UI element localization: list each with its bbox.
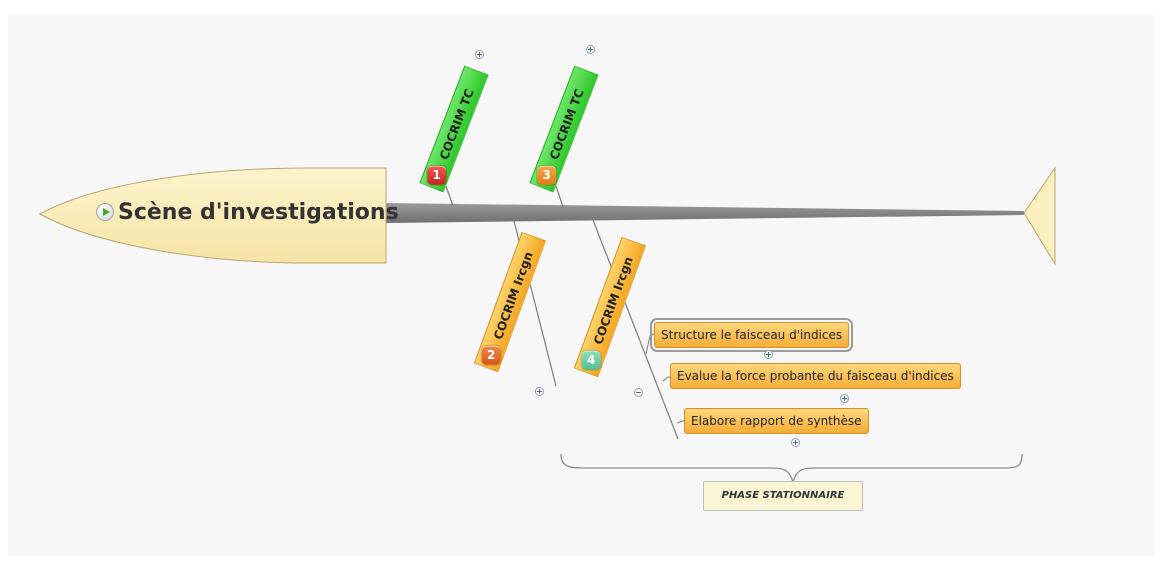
- badge-priority-1: 1: [427, 165, 447, 185]
- connector-subtopic-3: [676, 420, 684, 424]
- expand-icon[interactable]: [791, 438, 800, 447]
- expand-icon[interactable]: [764, 350, 773, 359]
- subtopic-label: Structure le faisceau d'indices: [661, 328, 843, 342]
- collapse-icon[interactable]: [634, 388, 643, 397]
- subtopic-label: Evalue la force probante du faisceau d'i…: [677, 369, 954, 383]
- boundary-brace: [560, 453, 1023, 485]
- expand-icon[interactable]: [586, 45, 595, 54]
- fishbone-spine: [384, 203, 1024, 223]
- connector-branch-4: [592, 219, 679, 440]
- connector-subtopic-2: [662, 376, 670, 382]
- play-circle-icon[interactable]: [96, 203, 114, 221]
- mindmap-canvas: Scène d'investigations 1 COCRIM TC 3 COC…: [8, 14, 1154, 556]
- subtopic-structure[interactable]: Structure le faisceau d'indices: [649, 318, 854, 352]
- fishbone-head-shape[interactable]: [38, 167, 387, 264]
- badge-priority-2: 2: [481, 345, 501, 365]
- subtopic-evalue[interactable]: Evalue la force probante du faisceau d'i…: [670, 363, 961, 389]
- expand-icon[interactable]: [535, 387, 544, 396]
- connector-branch-3: [555, 185, 564, 208]
- connector-subtopic-1: [645, 333, 655, 355]
- subtopic-label: Elabore rapport de synthèse: [691, 414, 862, 428]
- badge-priority-4: 4: [581, 350, 601, 370]
- expand-icon[interactable]: [840, 394, 849, 403]
- badge-priority-3: 3: [537, 165, 557, 185]
- connector-branch-1: [445, 185, 454, 207]
- fishbone-diagram: [38, 166, 1056, 485]
- subtopic-elabore[interactable]: Elabore rapport de synthèse: [684, 408, 869, 434]
- fishbone-tail: [1023, 166, 1056, 266]
- central-topic-title[interactable]: Scène d'investigations: [118, 200, 399, 225]
- boundary-label[interactable]: PHASE STATIONNAIRE: [703, 481, 863, 511]
- expand-icon[interactable]: [475, 50, 484, 59]
